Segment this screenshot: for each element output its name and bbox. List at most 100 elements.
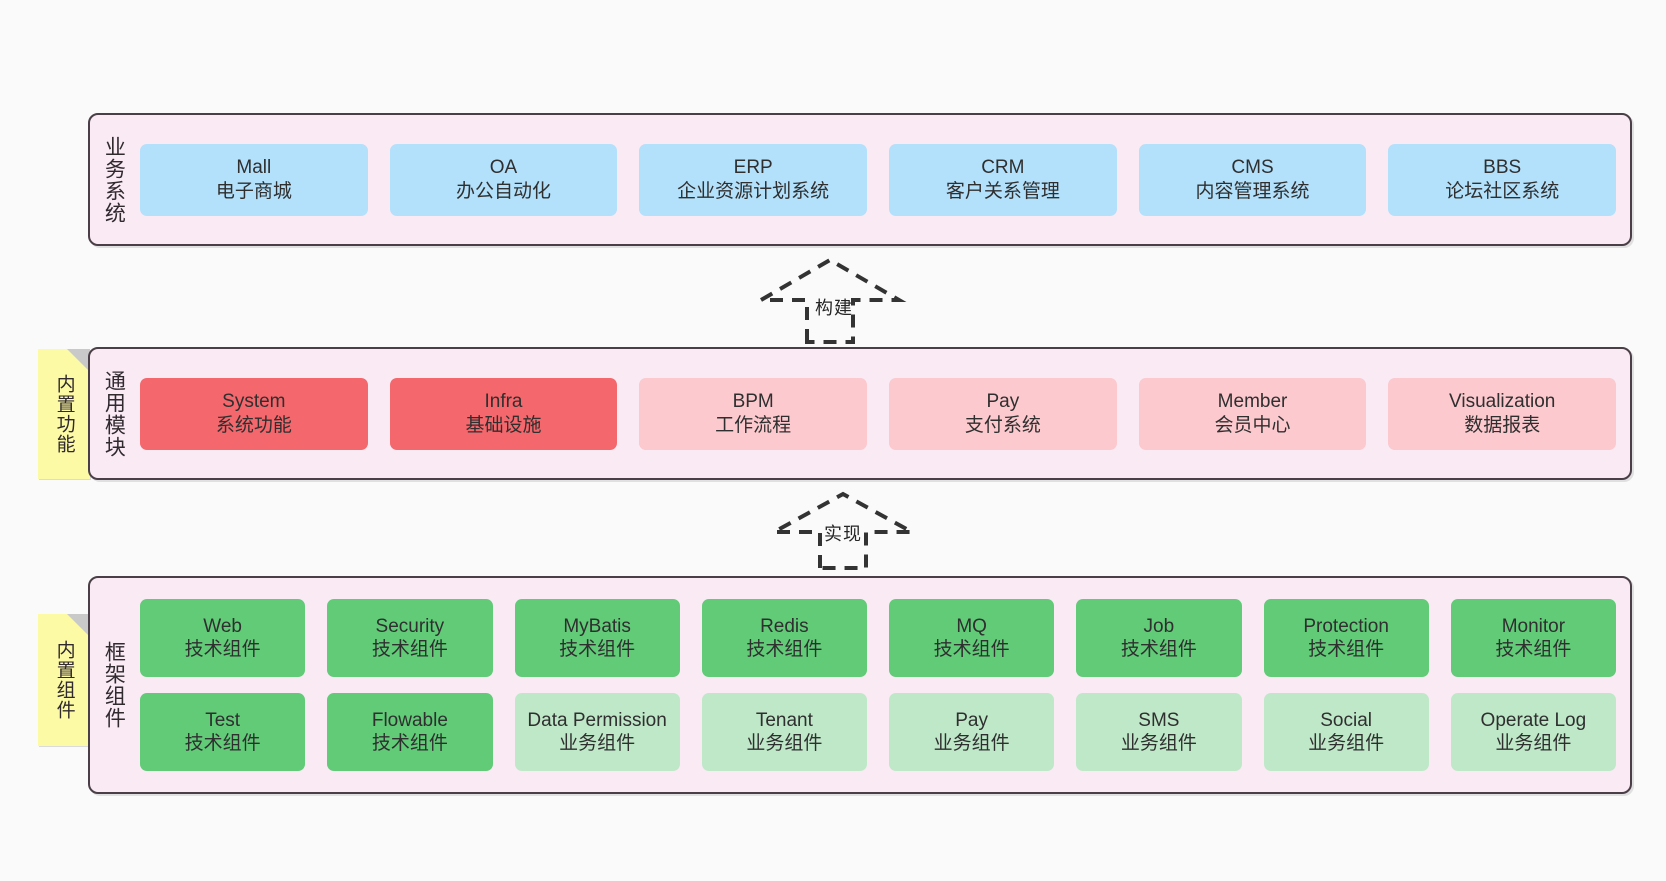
layer-row: Mall 电子商城 OA 办公自动化 ERP 企业资源计划系统 CRM 客户关系… [140,143,1617,216]
module-name-cn: 基础设施 [465,414,542,436]
module-name-en: Flowable [371,709,448,731]
module-card-member[interactable]: Member 会员中心 [1138,377,1367,450]
module-card-social[interactable]: Social 业务组件 [1263,693,1429,771]
module-name-cn: 工作流程 [715,414,792,436]
module-card-mall[interactable]: Mall 电子商城 [140,143,368,216]
module-name-en: MyBatis [563,615,631,637]
sticky-note-builtin-component: 内置组件 [38,614,90,746]
layer-row: Web 技术组件 Security 技术组件 MyBatis 技术组件 Redi… [140,599,1616,677]
module-card-tenant[interactable]: Tenant 业务组件 [701,693,867,771]
module-card-job[interactable]: Job 技术组件 [1076,599,1242,677]
layer-body-business: Mall 电子商城 OA 办公自动化 ERP 企业资源计划系统 CRM 客户关系… [136,115,1630,244]
layer-business-system: 业务系统 Mall 电子商城 OA 办公自动化 ERP 企业资源计划系统 CRM [88,113,1632,246]
module-name-cn: 业务组件 [1495,733,1572,754]
module-card-erp[interactable]: ERP 企业资源计划系统 [639,143,868,216]
module-name-cn: 电子商城 [215,180,292,202]
module-name-cn: 技术组件 [1495,639,1572,660]
module-name-cn: 企业资源计划系统 [677,180,830,202]
module-card-protection[interactable]: Protection 技术组件 [1263,599,1429,677]
module-card-crm[interactable]: CRM 客户关系管理 [889,143,1117,216]
module-name-cn: 业务组件 [746,733,823,754]
module-card-bpm[interactable]: BPM 工作流程 [639,377,868,450]
module-name-cn: 业务组件 [933,733,1010,754]
arrow-realize-icon [773,491,913,570]
module-name-cn: 技术组件 [559,639,636,660]
layer-body-common: System 系统功能 Infra 基础设施 BPM 工作流程 Pay 支付系统… [136,349,1630,478]
sticky-note-builtin-function: 内置功能 [38,349,90,479]
module-name-en: Monitor [1501,615,1566,637]
module-card-bbs[interactable]: BBS 论坛社区系统 [1388,143,1617,216]
layer-framework-component: 框架组件 Web 技术组件 Security 技术组件 MyBatis 技术组件… [88,576,1632,794]
module-name-en: Redis [760,615,809,637]
arrow-build-label: 构建 [815,298,853,318]
module-card-oa[interactable]: OA 办公自动化 [389,143,618,216]
module-name-en: Mall [236,157,272,179]
module-name-cn: 技术组件 [184,639,261,660]
module-name-cn: 技术组件 [1308,639,1385,660]
module-name-en: Member [1217,391,1288,413]
module-name-cn: 会员中心 [1214,414,1291,436]
module-card-pay-business[interactable]: Pay 业务组件 [889,693,1055,771]
module-name-cn: 支付系统 [964,414,1041,436]
module-card-infra[interactable]: Infra 基础设施 [389,377,618,450]
module-name-cn: 业务组件 [559,733,636,754]
module-name-en: ERP [733,157,773,179]
module-name-en: Operate Log [1480,709,1587,731]
module-card-monitor[interactable]: Monitor 技术组件 [1450,599,1616,677]
module-name-cn: 技术组件 [371,639,448,660]
arrow-realize-generalization: 实现 [768,491,918,570]
layer-row: Test 技术组件 Flowable 技术组件 Data Permission … [140,693,1616,771]
module-name-en: BPM [732,391,774,413]
module-card-data-permission[interactable]: Data Permission 业务组件 [514,693,680,771]
module-name-en: Security [375,615,445,637]
module-name-en: Data Permission [527,709,667,731]
module-name-en: Pay [955,709,988,731]
sticky-note-label: 内置功能 [53,374,75,454]
layer-title-business: 业务系统 [102,135,126,224]
module-name-en: Visualization [1449,391,1556,413]
module-card-mybatis[interactable]: MyBatis 技术组件 [514,599,680,677]
module-name-cn: 技术组件 [746,639,823,660]
layer-body-framework: Web 技术组件 Security 技术组件 MyBatis 技术组件 Redi… [136,578,1630,792]
module-card-mq[interactable]: MQ 技术组件 [889,599,1055,677]
module-name-cn: 系统功能 [215,414,292,436]
module-name-en: CMS [1231,157,1274,179]
module-name-en: SMS [1138,709,1180,731]
module-name-en: Protection [1303,615,1389,637]
module-card-visualization[interactable]: Visualization 数据报表 [1388,377,1617,450]
module-card-cms[interactable]: CMS 内容管理系统 [1138,143,1367,216]
module-card-operate-log[interactable]: Operate Log 业务组件 [1450,693,1616,771]
module-card-pay[interactable]: Pay 支付系统 [889,377,1117,450]
module-name-en: Social [1320,709,1372,731]
module-name-cn: 客户关系管理 [945,180,1060,202]
module-name-cn: 数据报表 [1464,414,1541,436]
module-card-web[interactable]: Web 技术组件 [140,599,306,677]
layer-title-common: 通用模块 [102,369,126,458]
module-card-sms[interactable]: SMS 业务组件 [1076,693,1242,771]
module-name-cn: 论坛社区系统 [1445,180,1560,202]
module-name-cn: 技术组件 [371,733,448,754]
module-name-cn: 业务组件 [1308,733,1385,754]
module-name-en: MQ [956,615,987,637]
module-name-en: Pay [986,391,1020,413]
arrow-realize-label: 实现 [824,524,862,544]
module-name-cn: 办公自动化 [456,180,552,202]
layer-common-module: 通用模块 System 系统功能 Infra 基础设施 BPM 工作流程 Pay [88,347,1632,480]
sticky-note-label: 内置组件 [53,640,75,720]
layer-row: System 系统功能 Infra 基础设施 BPM 工作流程 Pay 支付系统… [140,377,1617,450]
module-card-test[interactable]: Test 技术组件 [140,693,306,771]
module-name-cn: 技术组件 [933,639,1010,660]
layer-title-framework: 框架组件 [102,641,126,729]
module-card-security[interactable]: Security 技术组件 [327,599,493,677]
module-name-cn: 技术组件 [1120,639,1197,660]
module-name-cn: 技术组件 [184,733,261,754]
module-name-cn: 业务组件 [1120,733,1197,754]
arrow-build-icon [753,257,907,344]
arrow-build-generalization: 构建 [753,257,907,344]
module-card-redis[interactable]: Redis 技术组件 [701,599,867,677]
module-name-en: CRM [981,157,1025,179]
module-card-flowable[interactable]: Flowable 技术组件 [327,693,493,771]
module-name-en: Job [1143,615,1175,637]
module-card-system[interactable]: System 系统功能 [140,377,368,450]
